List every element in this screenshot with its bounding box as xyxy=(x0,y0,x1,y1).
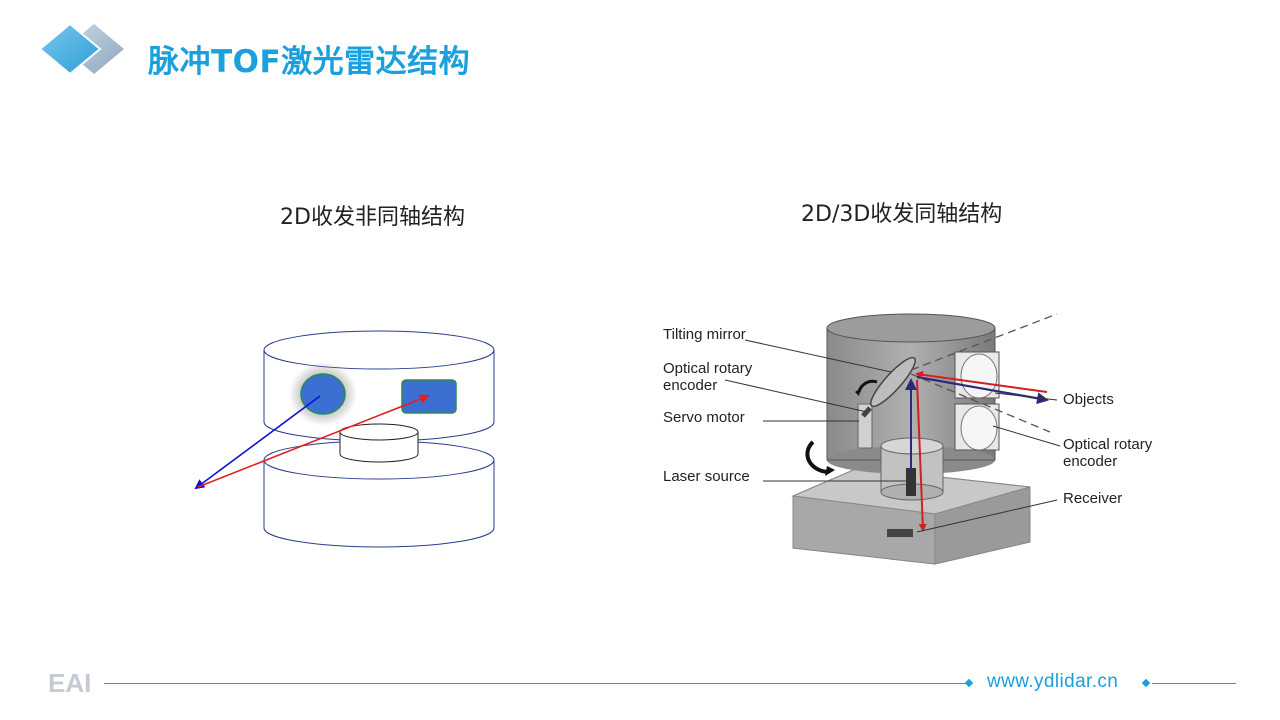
label-optical-rotary-left-2: encoder xyxy=(663,377,717,394)
emitter xyxy=(300,373,346,415)
footer-dot-left xyxy=(964,678,974,688)
footer-divider-left xyxy=(104,683,970,684)
emit-beam xyxy=(194,395,321,490)
footer-logo: EAI xyxy=(48,668,91,696)
website-link[interactable]: www.ydlidar.cn xyxy=(987,671,1119,692)
label-objects: Objects xyxy=(1063,391,1114,408)
center-shaft xyxy=(339,423,419,463)
label-servo-motor: Servo motor xyxy=(663,409,745,426)
label-optical-rotary-left-1: Optical rotary xyxy=(663,360,753,377)
header-logo-diamonds xyxy=(38,22,124,76)
caption-right: 2D/3D收发同轴结构 xyxy=(801,202,1003,227)
receiver xyxy=(401,379,457,414)
footer-dot-right xyxy=(1141,678,1151,688)
label-receiver: Receiver xyxy=(1063,490,1122,507)
coaxial-lidar-diagram: Tilting mirror Optical rotary encoder Se… xyxy=(663,313,1153,565)
caption-left: 2D收发非同轴结构 xyxy=(280,205,465,230)
tilting-mirror xyxy=(861,356,916,418)
footer-divider-right xyxy=(1152,683,1236,684)
svg-text:EAI: EAI xyxy=(48,668,91,696)
page-title: 脉冲TOF激光雷达结构 xyxy=(148,44,471,80)
return-beam xyxy=(197,394,430,488)
label-tilting-mirror: Tilting mirror xyxy=(663,326,746,343)
main-cylinder xyxy=(826,313,1000,501)
label-optical-rotary-right-1: Optical rotary xyxy=(1063,436,1153,453)
non-coaxial-diagram xyxy=(194,330,495,548)
label-optical-rotary-right-2: encoder xyxy=(1063,453,1117,470)
label-laser-source: Laser source xyxy=(663,468,750,485)
